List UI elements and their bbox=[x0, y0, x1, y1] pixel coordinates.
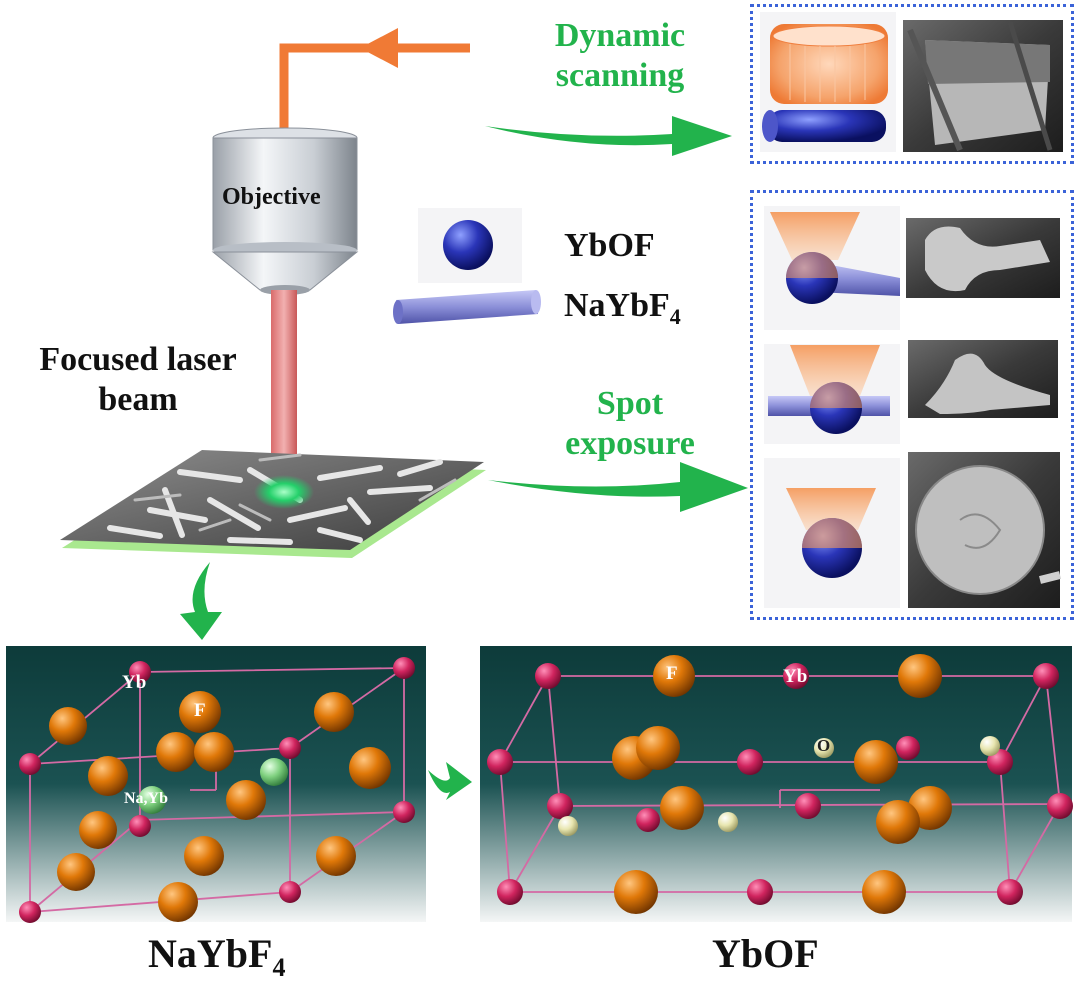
laser-focus-spot bbox=[254, 475, 314, 509]
legend-nayb-f4-rod bbox=[393, 290, 541, 324]
legend bbox=[393, 208, 541, 324]
legend-ybof-label: YbOF bbox=[564, 227, 655, 264]
atom-label-yb-right: Yb bbox=[783, 666, 808, 687]
atom-label-o-right: O bbox=[817, 736, 831, 755]
objective-lens bbox=[211, 127, 359, 295]
legend-nayb-f4-sub: 4 bbox=[669, 303, 681, 329]
dynamic-scanning-panel-illustrations bbox=[760, 12, 1063, 152]
spot-exposure-label: Spot exposure bbox=[530, 384, 730, 464]
caption-ybof: YbOF bbox=[712, 931, 819, 976]
dynamic-scanning-panel bbox=[750, 4, 1074, 164]
atom-label-f-left: F bbox=[194, 700, 206, 721]
objective-label: Objective bbox=[222, 184, 321, 210]
focused-laser-beam-label: Focused laser beam bbox=[28, 340, 248, 420]
dynamic-scanning-line1: Dynamic bbox=[554, 17, 686, 54]
ybof-crystal-structure bbox=[480, 646, 1073, 922]
focused-laser-beam-line1: Focused laser bbox=[39, 341, 237, 378]
spot-exposure-line2: exposure bbox=[565, 425, 695, 462]
caption-nayb-f4-base: NaYbF bbox=[148, 931, 273, 976]
nayb-f4-crystal-structure bbox=[6, 646, 426, 923]
legend-ybof-sphere bbox=[443, 220, 493, 270]
laser-input-path bbox=[279, 28, 470, 132]
dynamic-scanning-label: Dynamic scanning bbox=[520, 16, 720, 96]
atom-label-f-right: F bbox=[666, 663, 678, 684]
substrate-with-nanorods bbox=[60, 450, 486, 558]
caption-nayb-f4-sub: 4 bbox=[272, 953, 286, 982]
spot-exposure-panel-illustrations bbox=[764, 206, 1061, 608]
arrow-spot-exposure bbox=[488, 462, 748, 512]
spot-exposure-line1: Spot bbox=[596, 385, 664, 422]
legend-nayb-f4-base: NaYbF bbox=[564, 287, 670, 324]
atom-label-na-yb-left: Na,Yb bbox=[124, 790, 169, 807]
atom-label-yb-left: Yb bbox=[122, 672, 147, 693]
laser-direction-arrowhead bbox=[360, 28, 398, 68]
legend-nayb-f4-label: NaYbF4 bbox=[564, 286, 681, 337]
dynamic-scanning-line2: scanning bbox=[555, 57, 685, 94]
spot-exposure-panel bbox=[750, 190, 1074, 620]
arrow-down-to-lattice bbox=[180, 562, 222, 640]
arrow-dynamic-scanning bbox=[485, 116, 732, 156]
caption-nayb-f4: NaYbF4 bbox=[148, 930, 285, 983]
focused-laser-beam-line2: beam bbox=[98, 381, 178, 418]
arrow-lattice-transform bbox=[428, 762, 472, 800]
